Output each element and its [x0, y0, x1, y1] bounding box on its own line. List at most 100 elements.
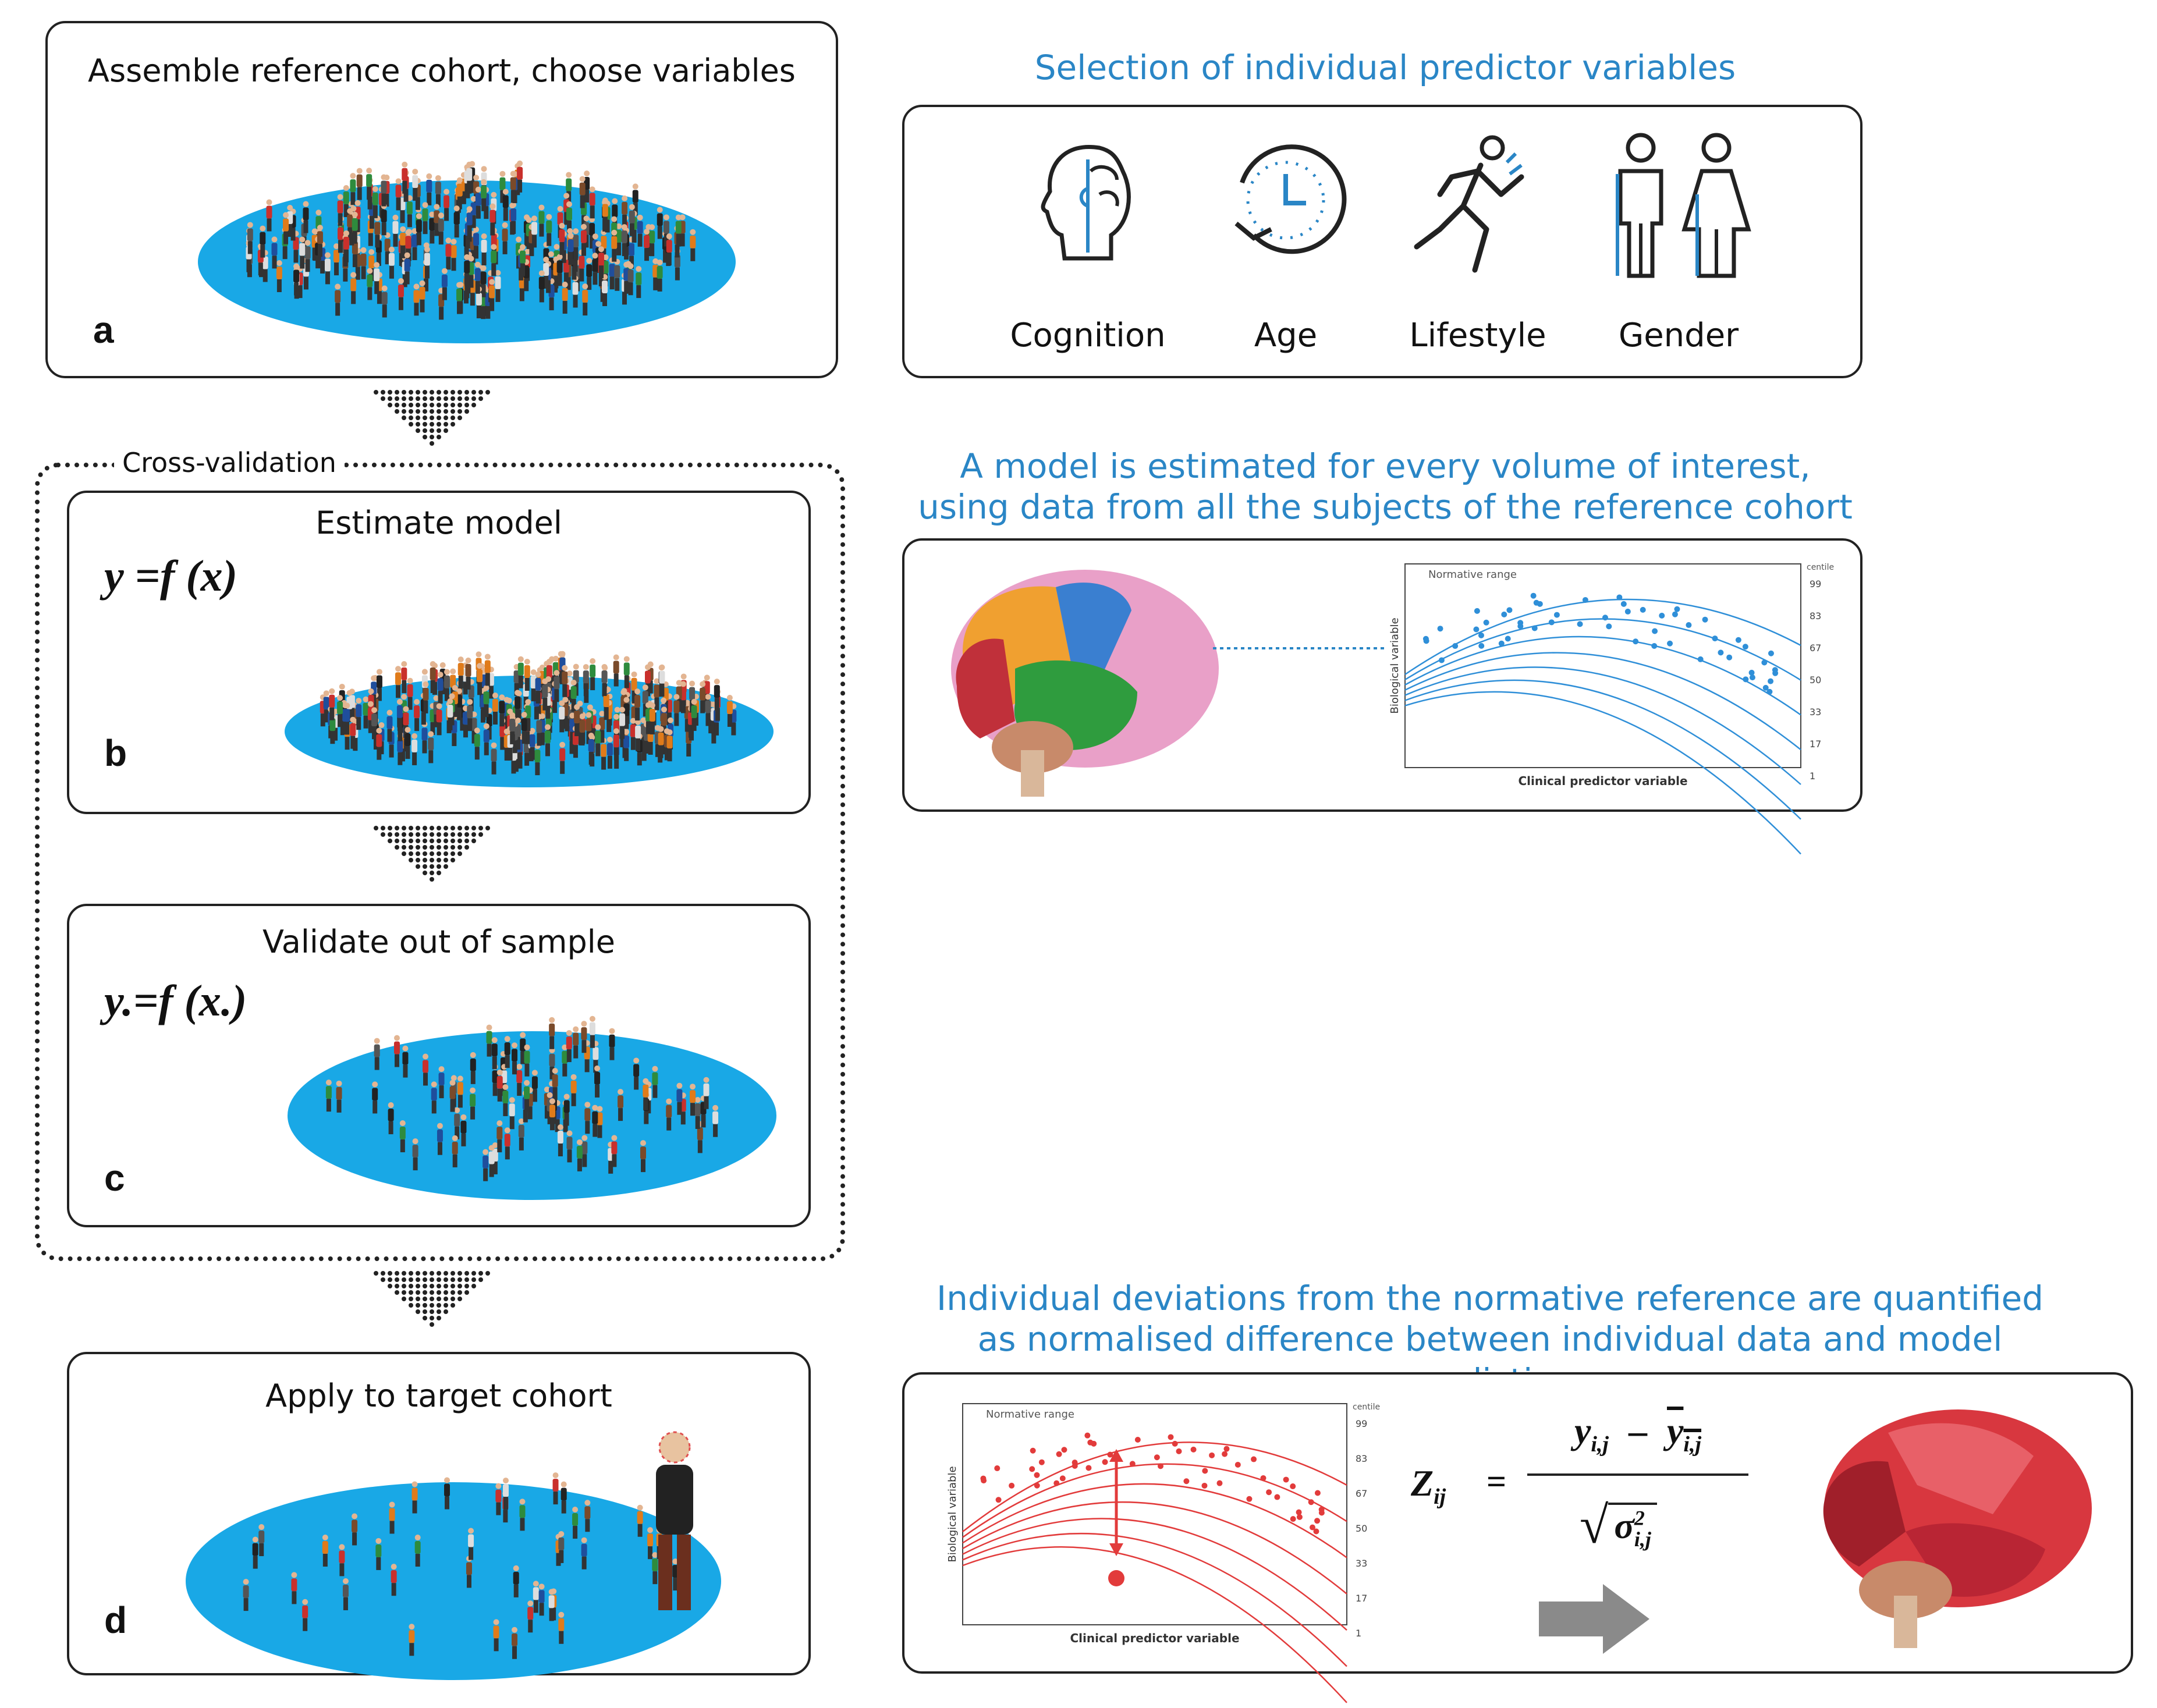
data-point	[1134, 1436, 1141, 1443]
predictor-label-gender: Gender	[1618, 317, 1739, 354]
zscore-lhs: Z	[1411, 1462, 1434, 1504]
data-point	[1672, 611, 1678, 617]
runner-icon	[1414, 135, 1524, 273]
data-point	[995, 1497, 1002, 1503]
brain-atlas-image	[951, 570, 1219, 797]
data-point	[1633, 638, 1639, 645]
centile-tick-label: 99	[1356, 1418, 1367, 1429]
centile-curve	[962, 1501, 1347, 1595]
data-point	[1009, 1482, 1015, 1489]
zscore-lhs-sub: ij	[1434, 1484, 1446, 1509]
zscore-equals: =	[1487, 1462, 1507, 1501]
zscore-num-left-sub: i,j	[1591, 1432, 1609, 1457]
plot-range-label: Normative range	[986, 1408, 1074, 1421]
data-point	[1748, 669, 1755, 676]
data-point	[1216, 1480, 1223, 1486]
plot-xlabel: Clinical predictor variable	[1070, 1631, 1239, 1645]
centile-curve	[962, 1441, 1347, 1532]
data-point	[1029, 1466, 1035, 1472]
zscore-num-right: y	[1667, 1410, 1684, 1451]
deviation-text-line1: Individual deviations from the normative…	[936, 1279, 2044, 1318]
panel-c-formula: y.=f (x.)	[104, 976, 247, 1025]
data-point	[1452, 643, 1459, 649]
plot-range-label: Normative range	[1428, 569, 1517, 581]
data-point	[1498, 640, 1505, 647]
zscore-den-sup: 2	[1634, 1506, 1645, 1530]
data-point	[1606, 623, 1612, 630]
data-point	[1102, 1459, 1108, 1465]
centile-tick-label: 67	[1356, 1488, 1367, 1499]
centile-tick-label: 50	[1810, 674, 1821, 686]
data-point	[1084, 1432, 1091, 1439]
predictor-label-age: Age	[1254, 317, 1318, 354]
data-point	[1620, 601, 1627, 607]
centile-tick-label: 17	[1810, 738, 1821, 750]
data-point	[1202, 1468, 1208, 1474]
data-point	[1530, 592, 1537, 599]
data-point	[1624, 608, 1631, 615]
data-point	[1034, 1472, 1040, 1478]
data-point	[1313, 1528, 1319, 1535]
data-point	[1309, 1524, 1315, 1531]
data-point	[1531, 625, 1538, 631]
data-point	[1743, 676, 1749, 683]
cross-validation-frame	[35, 463, 845, 1261]
data-point	[1726, 654, 1733, 661]
centile-curve	[962, 1483, 1347, 1558]
data-point	[1474, 608, 1480, 614]
data-point	[1438, 657, 1445, 663]
data-point	[1712, 635, 1718, 642]
data-point	[1308, 1499, 1314, 1505]
centile-tick-label: 99	[1810, 578, 1821, 590]
zscore-den-sub: i,j	[1634, 1527, 1651, 1551]
panel-b-letter: b	[104, 732, 127, 774]
data-point	[1423, 638, 1429, 644]
data-point	[1478, 632, 1484, 638]
clock-icon	[1234, 144, 1347, 254]
data-point	[1318, 1510, 1325, 1516]
centile-curve	[1404, 666, 1801, 785]
data-point	[1260, 1475, 1266, 1481]
data-point	[1209, 1452, 1215, 1458]
data-point	[1314, 1518, 1321, 1524]
centile-tick-label: 67	[1810, 642, 1821, 654]
data-point	[1505, 635, 1511, 642]
target-individual	[656, 1431, 693, 1610]
centile-tick-label: 83	[1356, 1453, 1367, 1464]
data-point	[1506, 607, 1513, 613]
data-point	[1473, 626, 1480, 633]
data-point	[1766, 688, 1773, 695]
panel-b-formula: y =f (x)	[104, 552, 237, 601]
panel-a-reference-cohort: Assemble reference cohort, choose variab…	[45, 21, 838, 378]
data-point	[1290, 1516, 1296, 1522]
data-point	[1735, 637, 1741, 643]
dotted-connector	[1213, 647, 1388, 649]
zscore-minus: –	[1629, 1410, 1647, 1451]
data-point	[1582, 596, 1588, 603]
data-point	[1697, 656, 1704, 662]
data-point	[1640, 606, 1646, 613]
centile-tick-label: 83	[1810, 610, 1821, 622]
data-point	[1483, 619, 1489, 626]
data-point	[1548, 619, 1555, 626]
zscore-den: σ	[1614, 1505, 1634, 1546]
data-point	[1501, 611, 1507, 617]
zscore-num-right-sub: i,j	[1683, 1432, 1702, 1457]
crowd-disc-b	[285, 651, 774, 787]
panel-a-letter: a	[93, 309, 114, 351]
centile-curve	[962, 1533, 1347, 1667]
data-point	[1085, 1465, 1092, 1471]
data-point	[1234, 1461, 1241, 1468]
data-point	[1553, 612, 1560, 618]
plot-ylabel: Biological variable	[1389, 617, 1401, 713]
data-point	[1087, 1439, 1094, 1446]
data-point	[1533, 599, 1539, 606]
panel-b-estimate-model: Estimate model y =f (x) b	[67, 491, 811, 814]
head-puzzle-icon	[1041, 145, 1131, 261]
individual-point	[1108, 1570, 1124, 1586]
data-point	[1761, 659, 1768, 666]
data-point	[1718, 649, 1724, 656]
predictor-label-cognition: Cognition	[1010, 317, 1166, 354]
centile-tick-label: 1	[1810, 770, 1815, 782]
centile-curve	[1404, 691, 1801, 855]
